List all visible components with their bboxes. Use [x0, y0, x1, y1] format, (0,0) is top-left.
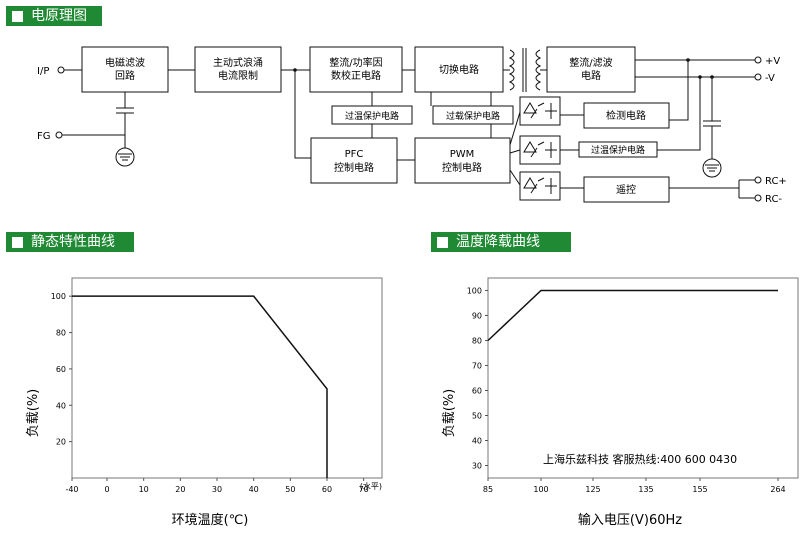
- chart2-y-tick-label: 50: [472, 412, 482, 421]
- chart1-x-tick-label: 0: [104, 485, 109, 494]
- otp1-text: 过温保护电路: [345, 110, 399, 122]
- chart1-xlabel: 环境温度(℃): [172, 512, 249, 528]
- chart1-y-tick-label: 100: [51, 292, 66, 301]
- chart2-x-tick-label: 135: [638, 485, 653, 494]
- chart2-x-tick-label: 85: [483, 485, 493, 494]
- chart2-y-tick-label: 40: [472, 437, 482, 446]
- inrush-line1: 主动式浪涌: [213, 56, 263, 69]
- chart1-y-tick-label: 20: [56, 438, 66, 447]
- chart2-y-tick-label: 90: [472, 312, 482, 321]
- chart2-ylabel: 负载(%): [442, 389, 457, 438]
- chart1-ylabel: 负载(%): [26, 389, 41, 438]
- fg-label: FG: [37, 131, 51, 142]
- chart2-y-tick-label: 60: [472, 387, 482, 396]
- optocoupler-icon: [519, 171, 561, 201]
- out-neg-terminal: [754, 73, 762, 81]
- pwm-control-block: [414, 137, 511, 184]
- header-static-curve: 静态特性曲线: [6, 232, 134, 252]
- chart2-x-tick-label: 125: [585, 485, 600, 494]
- rect-pfc-line2: 数校正电路: [331, 69, 381, 82]
- pfc-control-block: [310, 137, 398, 184]
- chart2-x-tick-label: 264: [770, 485, 785, 494]
- input-terminal: [57, 66, 65, 74]
- chart2-y-tick-label: 80: [472, 337, 482, 346]
- chart1-x-tick-label: 40: [249, 485, 259, 494]
- output-rectifier-block: [546, 46, 636, 93]
- olp-text: 过载保护电路: [446, 110, 500, 122]
- transformer-icon: [508, 48, 542, 92]
- out-neg-label: -V: [765, 73, 775, 84]
- chart1-x-tick-label: 30: [212, 485, 222, 494]
- square-icon: [12, 10, 23, 22]
- optocoupler-icon: [519, 135, 561, 165]
- optocoupler-icon: [519, 96, 561, 126]
- derating-curve-chart: 85 100 125 135 155 264 30 40 50 60 70 80 90 100 上海乐兹科…: [442, 277, 799, 528]
- rc-pos-label: RC+: [765, 176, 787, 187]
- chart1-x-tick-label: 70: [359, 485, 369, 494]
- input-label: I/P: [37, 66, 49, 77]
- chart1-series-line: [72, 295, 328, 478]
- square-icon: [12, 236, 23, 248]
- switching-line1: 切换电路: [439, 63, 479, 76]
- chart1-plot-frame: [71, 277, 383, 479]
- remote-text: 遥控: [616, 183, 636, 196]
- out-pos-label: +V: [765, 56, 780, 67]
- static-curve-chart: -40 0 10 20 30 40 50 60 70 20 40 60 80 100 (水平) 环境温度(…: [26, 277, 383, 528]
- header-block-diagram-text: 电原理图: [31, 8, 87, 24]
- chart1-y-tick-label: 80: [56, 329, 66, 338]
- chart1-x-unit-note: (水平): [360, 481, 382, 491]
- header-derating-curve: 温度降载曲线: [431, 232, 571, 252]
- pfc-ctrl-line1: PFC: [345, 149, 364, 160]
- emi-filter-block: [81, 46, 169, 93]
- chart2-series-line: [487, 289, 778, 342]
- chart2-annotation: 上海乐兹科技 客服热线:400 600 0430: [543, 452, 737, 466]
- square-icon: [437, 236, 448, 248]
- detection-block: [583, 102, 670, 129]
- header-static-curve-text: 静态特性曲线: [31, 234, 115, 250]
- chart1-x-tick-label: 10: [139, 485, 149, 494]
- remote-block: [583, 176, 670, 203]
- chart1-x-tick-label: 50: [285, 485, 295, 494]
- detect-text: 检测电路: [606, 109, 646, 122]
- out-rect-line2: 电路: [581, 69, 601, 82]
- header-derating-curve-text: 温度降载曲线: [456, 234, 540, 250]
- header-block-diagram: 电原理图: [6, 6, 102, 26]
- olp-block: [432, 105, 514, 125]
- inrush-limit-block: [194, 46, 282, 93]
- out-pos-terminal: [754, 56, 762, 64]
- rect-pfc-line1: 整流/功率因: [329, 56, 382, 69]
- inrush-line2: 电流限制: [218, 69, 258, 82]
- rectifier-pfc-block: [309, 46, 403, 93]
- block-diagram: I/P FG 电磁滤波 回路 主动式浪涌 电流限制 整流/功率因 数校正电路 切…: [37, 46, 787, 205]
- chart2-x-tick-label: 155: [692, 485, 707, 494]
- chart2-x-tick-label: 100: [533, 485, 548, 494]
- chart1-y-tick-label: 40: [56, 401, 66, 410]
- rc-pos-terminal: [754, 176, 762, 184]
- rc-neg-label: RC-: [765, 194, 782, 205]
- chart1-x-tick-label: 60: [322, 485, 332, 494]
- out-rect-line1: 整流/滤波: [569, 56, 612, 69]
- chart2-y-tick-label: 30: [472, 462, 482, 471]
- emi-filter-line1: 电磁滤波: [105, 56, 145, 69]
- chart2-y-tick-label: 100: [467, 287, 482, 296]
- chart2-y-tick-label: 70: [472, 362, 482, 371]
- otp2-text: 过温保护电路: [591, 144, 645, 156]
- pwm-ctrl-line2: 控制电路: [442, 161, 482, 174]
- pwm-ctrl-line1: PWM: [450, 149, 475, 160]
- emi-filter-line2: 回路: [115, 69, 135, 82]
- chart1-x-tick-label: 20: [175, 485, 185, 494]
- switching-block: [414, 46, 504, 93]
- chart1-y-tick-label: 60: [56, 365, 66, 374]
- chart2-plot-frame: [487, 277, 799, 479]
- pfc-ctrl-line2: 控制电路: [334, 161, 374, 174]
- fg-terminal: [55, 131, 63, 139]
- rc-neg-terminal: [754, 194, 762, 202]
- chart2-xlabel: 输入电压(V)60Hz: [578, 512, 682, 528]
- chart1-x-tick-label: -40: [65, 485, 78, 494]
